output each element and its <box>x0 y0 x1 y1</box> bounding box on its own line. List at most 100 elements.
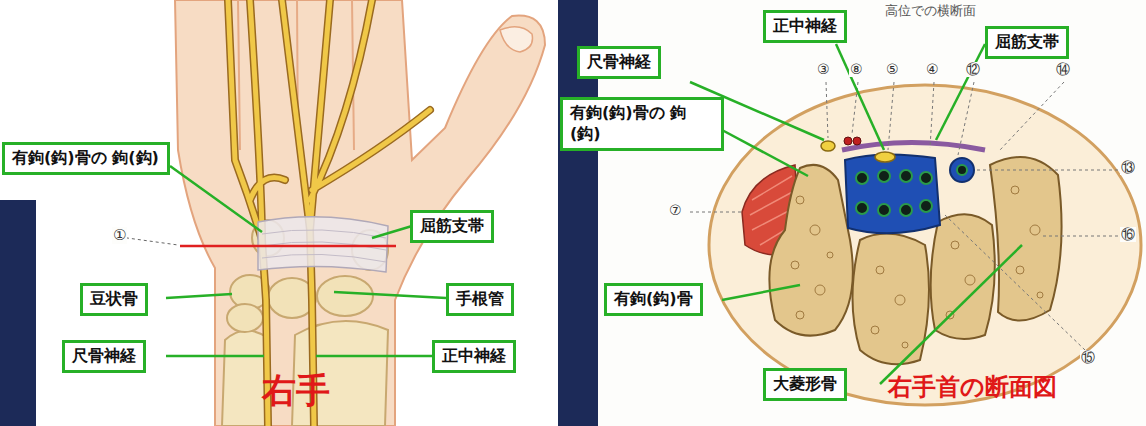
label-text: 尺骨神経 <box>587 52 651 73</box>
hand-skin <box>500 27 533 52</box>
median-nerve <box>875 152 895 162</box>
callout-number: ① <box>112 227 127 244</box>
vessels <box>844 137 852 145</box>
label-box: 正中神経 <box>432 340 516 373</box>
bone-texture <box>1037 292 1043 298</box>
callout-leaders <box>1000 82 1064 150</box>
label-box: 屈筋支帯 <box>985 26 1069 59</box>
tendons <box>900 170 912 182</box>
bone-texture <box>827 252 833 258</box>
callout-leaders <box>945 215 1085 350</box>
tendons <box>878 204 890 216</box>
leader-lines <box>880 245 1022 384</box>
tendons <box>856 170 932 216</box>
tendons <box>845 154 974 233</box>
panel-title: 右手 <box>262 372 330 409</box>
retinaculum-section <box>842 143 985 151</box>
label-box: 有鉤(鈎)骨 <box>604 283 703 316</box>
tendons <box>957 165 967 175</box>
label-text: 正中神経 <box>773 16 837 37</box>
callout-leaders <box>1040 236 1118 237</box>
callout-leader <box>120 237 178 245</box>
callout-number: ③ <box>816 62 831 77</box>
callout-number: ⑫ <box>965 62 981 77</box>
leader-lines <box>722 130 808 176</box>
bone-texture <box>902 342 908 348</box>
callout-leaders <box>930 82 934 148</box>
vessels <box>844 137 861 145</box>
bone-texture <box>791 261 799 269</box>
label-text: 豆状骨 <box>90 289 138 310</box>
bone-texture <box>871 326 879 334</box>
callout-number: ⑧ <box>849 62 864 77</box>
bone-texture <box>1011 186 1019 194</box>
callout-leaders <box>690 82 1118 350</box>
bone-texture <box>796 196 804 204</box>
callout-leaders <box>826 82 828 138</box>
label-text: 大菱形骨 <box>773 374 837 395</box>
carpal-bones-section <box>931 214 995 339</box>
forearm-bones <box>222 321 388 426</box>
panel-title: 右手首の断面図 <box>888 374 1057 400</box>
tendons <box>920 172 932 184</box>
ulnar-nerve <box>821 141 835 151</box>
label-box: 尺骨神経 <box>62 340 146 373</box>
leader-lines <box>722 285 800 300</box>
vessels <box>853 137 861 145</box>
tendons <box>845 154 940 233</box>
bone-texture <box>965 275 975 285</box>
leader-lines <box>316 355 432 358</box>
callout-number: ⑯ <box>1120 227 1136 242</box>
callout-leaders <box>888 82 894 150</box>
tendons <box>950 158 974 182</box>
label-text: 正中神経 <box>442 346 506 367</box>
carpal-bones <box>317 276 373 316</box>
leader-lines <box>334 292 446 298</box>
label-text: 尺骨神経 <box>72 346 136 367</box>
bone-texture <box>815 285 825 295</box>
callout-number: ⑬ <box>1120 160 1136 175</box>
hand-skin <box>175 0 545 426</box>
heading-fragment: 高位での横断面 <box>884 4 977 18</box>
leader-lines <box>836 44 884 150</box>
tendons <box>920 200 932 212</box>
bone-texture <box>796 311 804 319</box>
right-panel <box>598 0 1146 426</box>
nerves <box>228 0 430 426</box>
left-panel-top <box>0 0 180 200</box>
tendons <box>900 204 912 216</box>
callout-leaders <box>690 212 742 213</box>
leader-lines <box>166 294 232 298</box>
label-box: 尺骨神経 <box>577 46 661 79</box>
hand-skin <box>175 0 545 426</box>
label-text: 有鉤(鈎)骨 <box>614 289 693 310</box>
bone-texture <box>1016 266 1024 274</box>
leader-lines <box>166 166 446 356</box>
label-text: 有鉤(鈎)骨の 鉤(鈎) <box>12 148 160 169</box>
flexor-retinaculum <box>258 217 388 272</box>
callout-number: ⑤ <box>885 62 900 77</box>
leader-lines <box>372 226 412 238</box>
flexor-retinaculum <box>258 217 388 272</box>
wrist-outline <box>709 85 1141 405</box>
leader-lines <box>166 355 264 358</box>
label-text: 屈筋支帯 <box>995 32 1059 53</box>
carpal-bones <box>227 304 263 332</box>
nerves <box>282 0 430 426</box>
tendons <box>878 170 890 182</box>
section-line <box>180 245 396 248</box>
leader-lines <box>936 44 985 140</box>
carpal-bones-section <box>990 157 1062 321</box>
nerves <box>282 0 430 426</box>
carpal-bones-section <box>853 234 930 365</box>
label-box: 手根管 <box>446 283 514 316</box>
callout-number: ④ <box>925 62 940 77</box>
leader-lines <box>170 166 262 232</box>
tendons <box>856 172 868 184</box>
bone-texture <box>876 266 884 274</box>
label-box: 正中神経 <box>763 10 847 43</box>
bone-texture <box>895 295 905 305</box>
callout-number: ⑦ <box>668 203 683 218</box>
carpal-bones-section <box>769 165 852 336</box>
